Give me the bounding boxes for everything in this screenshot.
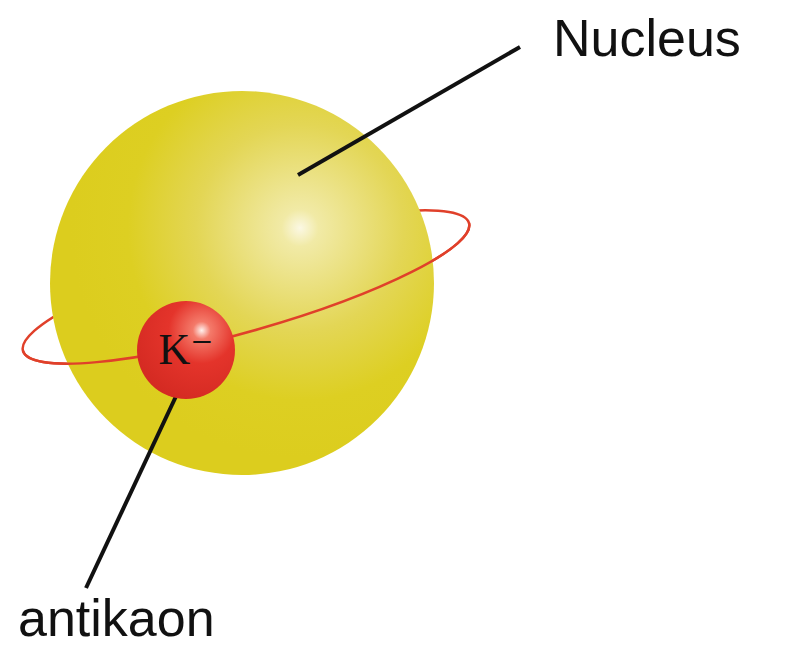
leader-line (86, 392, 178, 588)
orbit-front (23, 223, 481, 393)
particle-symbol: K⁻ (159, 328, 214, 372)
callout-label: antikaon (18, 590, 215, 647)
leader-line (298, 47, 520, 175)
antikaon-particle: K⁻ (136, 300, 236, 400)
callout-label: Nucleus (553, 10, 741, 67)
nucleus-sphere (50, 91, 434, 475)
